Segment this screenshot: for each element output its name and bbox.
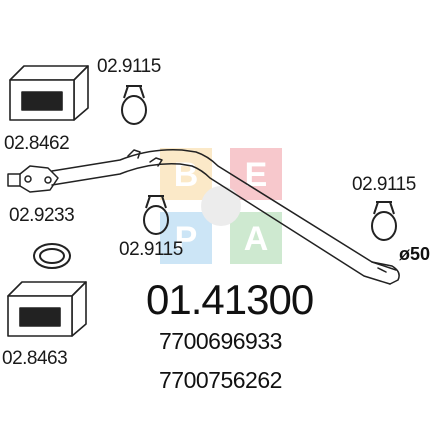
flange-tube-stub: [7, 173, 21, 187]
box-bottom-front: [7, 295, 73, 337]
label-gasket-box-top: 02.8462: [4, 133, 70, 154]
bepa-watermark: B E P A: [160, 148, 282, 264]
pipe-rear-sleeve: [371, 261, 400, 285]
label-gasket-box-bottom: 02.8463: [2, 348, 68, 369]
clamp-top-ring: [121, 95, 147, 125]
gasket-box-bottom: [7, 281, 87, 337]
pipe-flange: [19, 165, 59, 193]
clamp-right-ring: [371, 211, 397, 241]
clamp-middle-ring: [143, 205, 169, 235]
watermark-letter-e: E: [245, 156, 268, 194]
exhaust-pipe: [7, 148, 400, 285]
label-diameter: ø50: [399, 244, 431, 264]
clamp-top-ears: [123, 85, 145, 99]
oem-number-2: 7700756262: [159, 367, 282, 393]
ring-gasket-inner: [39, 248, 65, 264]
watermark-tile-a: [230, 212, 282, 264]
flange-bolt-left: [24, 175, 32, 183]
box-top-label-stripe: [21, 91, 63, 111]
gasket-box-top: [9, 65, 89, 121]
watermark-letter-p: P: [175, 220, 198, 258]
watermark-letter-a: A: [244, 220, 269, 258]
watermark-tile-e: [230, 148, 282, 200]
label-ring-gasket: 02.9233: [9, 205, 75, 226]
pipe-rear-slot: [377, 267, 387, 273]
main-part-number: 01.41300: [146, 276, 314, 323]
pipe-outline-upper: [51, 148, 397, 271]
label-clamp-top: 02.9115: [97, 56, 161, 77]
pipe-outline-lower: [51, 162, 391, 285]
hanger-bracket-left: [127, 149, 141, 159]
ring-gasket-drawing: [33, 243, 71, 269]
clamp-top-drawing: [121, 85, 147, 125]
box-bottom-label-stripe: [19, 307, 61, 327]
box-top-front: [9, 79, 75, 121]
flange-bolt-right: [44, 176, 52, 184]
clamp-right-drawing: [371, 201, 397, 241]
watermark-center-dot: [201, 186, 241, 226]
watermark-tile-b: [160, 148, 212, 200]
ring-gasket-outer: [33, 243, 71, 269]
clamp-middle-drawing: [143, 195, 169, 235]
watermark-letter-b: B: [174, 156, 199, 194]
label-clamp-middle: 02.9115: [119, 239, 183, 260]
oem-number-1: 7700696933: [159, 328, 282, 354]
hanger-bracket-middle: [149, 157, 163, 167]
clamp-middle-ears: [145, 195, 167, 209]
label-clamp-right: 02.9115: [352, 174, 416, 195]
clamp-right-ears: [373, 201, 395, 215]
